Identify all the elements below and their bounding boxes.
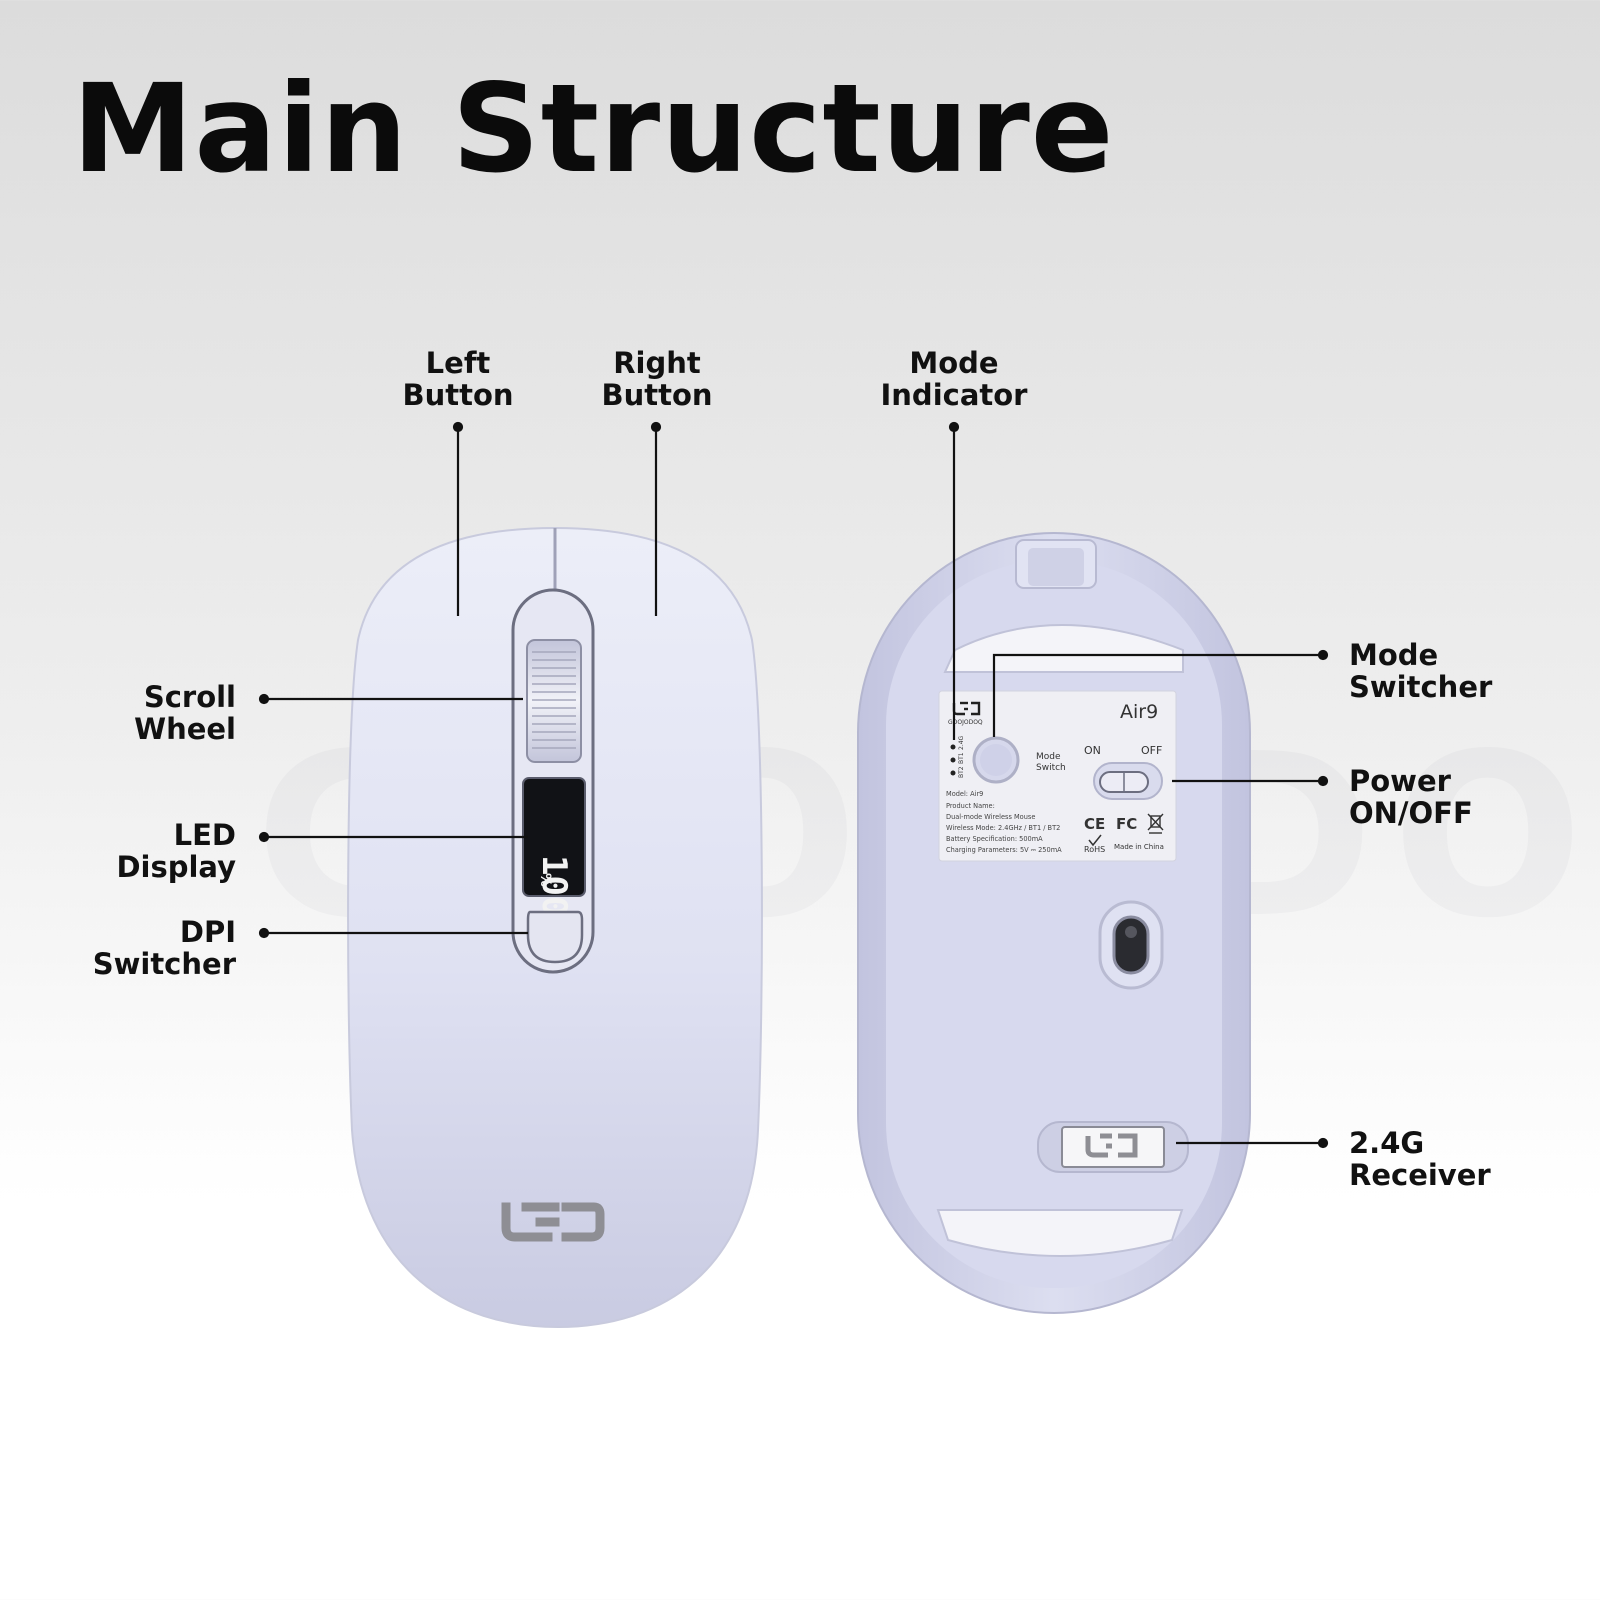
label-receiver: 2.4G Receiver (1349, 1127, 1589, 1191)
label-line: DPI (179, 915, 236, 949)
bottom-glide-pad (936, 1209, 1184, 1257)
optical-sensor-lens (1112, 915, 1150, 975)
indicator-dot-bt2 (950, 770, 956, 776)
indicator-label-2-4g: 2.4G (958, 735, 965, 750)
label-brand-text: GOOJODOQ (948, 719, 983, 726)
spec-line: Battery Specification: 500mA (946, 835, 1043, 843)
rohs-mark: RoHS (1084, 845, 1105, 854)
label-line: Left (425, 346, 491, 380)
label-right-button: Right Button (547, 347, 767, 411)
indicator-dot-bt1 (950, 757, 956, 763)
fc-mark: FC (1116, 815, 1137, 833)
label-mode-switcher: Mode Switcher (1349, 639, 1589, 703)
label-line: Display (116, 850, 236, 884)
label-line: Button (402, 378, 514, 412)
mode-switch-text-1: Mode (1036, 752, 1061, 762)
weee-bin-icon (1147, 813, 1164, 834)
spec-line: Dual-mode Wireless Mouse (946, 813, 1035, 821)
label-line: Scroll (143, 680, 236, 714)
receiver-logo-icon (1085, 1133, 1138, 1158)
label-line: Wheel (134, 712, 236, 746)
callout-scroll-wheel (258, 693, 523, 705)
top-glide-pad (943, 624, 1184, 673)
callout-left-button (452, 421, 464, 616)
power-on-text: ON (1084, 744, 1101, 757)
dpi-switcher-button[interactable] (526, 910, 584, 964)
callout-dpi-switcher (258, 927, 528, 939)
brand-logo-icon (501, 1202, 605, 1242)
spec-line: Wireless Mode: 2.4GHz / BT1 / BT2 (946, 824, 1060, 832)
label-line: ON/OFF (1349, 796, 1473, 830)
power-off-text: OFF (1141, 744, 1162, 757)
led-display-unit: % (537, 873, 553, 887)
mouse-bottom-view: GOOJODOQ Air9 2.4G BT1 BT2 Mode Switch O… (857, 532, 1251, 1314)
label-line: 2.4G (1349, 1126, 1425, 1160)
callout-led-display (258, 831, 528, 843)
led-display-reading: 100 (534, 855, 574, 916)
label-line: Power (1349, 764, 1451, 798)
callout-mode-indicator (948, 421, 960, 740)
label-line: Mode (1349, 638, 1439, 672)
label-line: Switcher (92, 947, 236, 981)
label-line: Switcher (1349, 670, 1493, 704)
sensor-eye (1125, 926, 1137, 938)
label-line: Receiver (1349, 1158, 1491, 1192)
spec-line: Charging Parameters: 5V ⎓ 250mA (946, 846, 1062, 854)
mode-switch-button-cap (980, 744, 1012, 776)
label-dpi-switcher: DPI Switcher (36, 916, 236, 980)
indicator-label-bt2: BT2 (958, 766, 965, 778)
label-scroll-wheel: Scroll Wheel (36, 681, 236, 745)
mouse-top-view: 100 % (347, 526, 763, 1329)
rohs-check-icon (1088, 834, 1102, 847)
label-line: Button (601, 378, 713, 412)
label-line: Right (613, 346, 701, 380)
label-left-button: Left Button (348, 347, 568, 411)
made-in-text: Made in China (1114, 843, 1164, 851)
callout-right-button (650, 421, 662, 616)
page-title: Main Structure (72, 58, 1115, 200)
product-label (938, 690, 1177, 862)
receiver-slot (1028, 548, 1084, 586)
callout-receiver (1176, 1137, 1329, 1149)
label-spec-lines: Model: Air9 Product Name: Dual-mode Wire… (946, 790, 1062, 854)
callout-power (1172, 775, 1329, 787)
label-model-name: Air9 (1120, 701, 1158, 723)
ce-mark: CE (1084, 815, 1105, 833)
scroll-wheel[interactable] (526, 639, 582, 763)
spec-line: Model: Air9 (946, 790, 983, 798)
spec-line: Product Name: (946, 802, 995, 810)
indicator-dot-2-4g (950, 744, 956, 750)
label-power: Power ON/OFF (1349, 765, 1589, 829)
label-line: LED (173, 818, 236, 852)
mode-switch-text-2: Switch (1036, 763, 1066, 773)
label-line: Mode (909, 346, 999, 380)
callout-mode-switcher (992, 649, 1329, 737)
label-mode-indicator: Mode Indicator (844, 347, 1064, 411)
label-line: Indicator (880, 378, 1028, 412)
indicator-label-bt1: BT1 (958, 752, 965, 764)
label-led-display: LED Display (36, 819, 236, 883)
usb-receiver[interactable] (1061, 1126, 1165, 1168)
scroll-wheel-ridges (532, 651, 576, 749)
